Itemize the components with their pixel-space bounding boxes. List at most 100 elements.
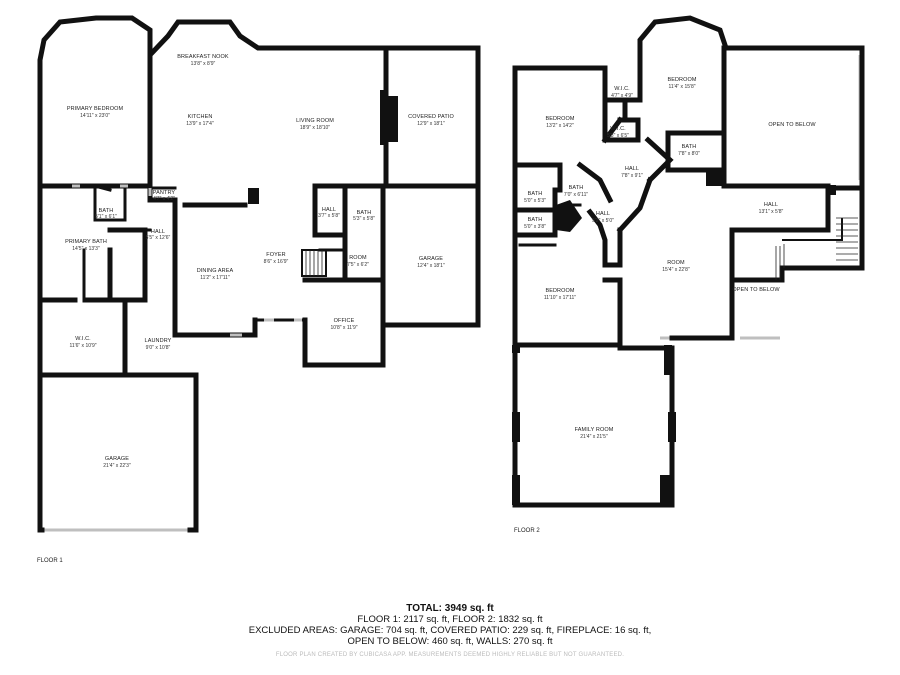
room-name: W.I.C.: [610, 126, 626, 132]
floor-2-label: FLOOR 2: [514, 528, 540, 534]
room-hall-2b: HALL 13'1" x 5'8": [759, 202, 784, 215]
room-name: ROOM: [349, 255, 367, 261]
room-dimensions: 4'7" x 4'9": [611, 93, 633, 99]
room-dimensions: 21'4" x 22'3": [103, 463, 131, 469]
excluded-areas-continued: OPEN TO BELOW: 460 sq. ft, WALLS: 270 sq…: [347, 636, 553, 647]
floor-areas: FLOOR 1: 2117 sq. ft, FLOOR 2: 1832 sq. …: [357, 614, 543, 625]
room-name: BATH: [569, 185, 584, 191]
room-dimensions: 5'0" x 3'8": [524, 224, 546, 230]
room-name: BEDROOM: [545, 116, 574, 122]
room-dimensions: 5'5" x 12'6": [146, 235, 171, 241]
room-dimensions: 13'9" x 17'4": [186, 121, 214, 127]
room-name: GARAGE: [105, 456, 129, 462]
room-open-below-2: OPEN TO BELOW: [732, 287, 780, 293]
room-name: BEDROOM: [667, 77, 696, 83]
room-breakfast-nook: BREAKFAST NOOK 13'8" x 8'9": [177, 54, 229, 67]
room-office: OFFICE 10'8" x 11'9": [330, 318, 357, 331]
room-bedroom-2c: BEDROOM 11'10" x 17'11": [544, 288, 576, 301]
room-name: HALL: [764, 202, 778, 208]
room-name: ROOM: [667, 260, 685, 266]
room-dimensions: 13'1" x 5'8": [759, 209, 784, 215]
room-name: DINING AREA: [197, 268, 234, 274]
room-dimensions: 11'10" x 17'11": [544, 295, 576, 301]
room-bath-1b: BATH 5'3" x 5'8": [353, 210, 375, 222]
room-hall-2c: HALL 5'2" x 5'0": [592, 211, 614, 224]
room-dimensions: 12'4" x 18'1": [417, 263, 445, 269]
room-hall-1b: HALL 3'7" x 5'8": [318, 207, 340, 219]
room-name: LIVING ROOM: [296, 118, 334, 124]
room-name: HALL: [151, 229, 165, 235]
room-hall-2a: HALL 7'8" x 9'1": [621, 166, 643, 179]
floor-plan-drawing: PRIMARY BEDROOM 14'11" x 23'0" BREAKFAST…: [37, 15, 865, 564]
room-name: OFFICE: [334, 318, 355, 324]
room-dimensions: 3'7" x 5'8": [318, 213, 340, 219]
room-dimensions: 5'3" x 5'8": [353, 216, 375, 222]
room-dimensions: 5'8" x 6'5": [607, 133, 629, 139]
room-dimensions: 5'0" x 5'3": [524, 198, 546, 204]
floor-2-plan: [512, 15, 865, 508]
room-name: FOYER: [266, 252, 285, 258]
total-area: TOTAL: 3949 sq. ft: [406, 603, 494, 614]
room-family-room: FAMILY ROOM 21'4" x 21'5": [575, 427, 614, 440]
room-dining-area: DINING AREA 11'2" x 17'11": [197, 268, 234, 281]
room-dimensions: 11'2" x 17'11": [200, 275, 230, 281]
room-pantry: PANTRY 4'7" x 4'2": [153, 190, 176, 202]
room-name: OPEN TO BELOW: [732, 287, 780, 293]
room-dimensions: 4'7" x 4'2": [153, 196, 175, 202]
room-room-2: ROOM 15'4" x 22'8": [662, 260, 690, 273]
room-dimensions: 11'6" x 10'9": [69, 343, 96, 349]
room-name: BATH: [682, 144, 697, 150]
room-dimensions: 7'8" x 8'0": [678, 151, 700, 157]
area-summary: TOTAL: 3949 sq. ft FLOOR 1: 2117 sq. ft,…: [0, 603, 900, 647]
disclaimer-text: FLOOR PLAN CREATED BY CUBICASA APP. MEAS…: [275, 652, 625, 658]
room-dimensions: 9'0" x 10'8": [146, 345, 171, 351]
room-dimensions: 5'1" x 6'1": [95, 214, 117, 220]
room-name: BATH: [528, 217, 543, 223]
room-open-below-1: OPEN TO BELOW: [768, 122, 816, 128]
room-name: PANTRY: [153, 190, 176, 196]
floor-2-stairs: [775, 217, 858, 280]
room-name: BREAKFAST NOOK: [177, 54, 229, 60]
room-name: GARAGE: [419, 256, 443, 262]
room-name: COVERED PATIO: [408, 114, 454, 120]
room-name: LAUNDRY: [145, 338, 172, 344]
room-dimensions: 8'6" x 16'9": [264, 259, 289, 265]
room-dimensions: 7'0" x 6'11": [564, 192, 588, 198]
room-dimensions: 13'8" x 8'9": [191, 61, 216, 67]
room-dimensions: 10'8" x 11'9": [330, 325, 357, 331]
room-wic-1: W.I.C. 11'6" x 10'9": [69, 336, 96, 349]
room-wic-2b: W.I.C. 5'8" x 6'5": [607, 126, 629, 139]
room-kitchen: KITCHEN 13'9" x 17'4": [186, 114, 214, 127]
floor-1-label: FLOOR 1: [37, 558, 63, 564]
room-wic-2a: W.I.C. 4'7" x 4'9": [611, 86, 633, 99]
room-name: HALL: [322, 207, 336, 213]
room-bath-2b: BATH 7'0" x 6'11": [564, 185, 588, 198]
room-dimensions: 21'4" x 21'5": [580, 434, 608, 440]
room-bedroom-2a: BEDROOM 11'4" x 15'8": [667, 77, 696, 90]
room-garage-1a: GARAGE 12'4" x 18'1": [417, 256, 445, 269]
room-hall-1a: HALL 5'5" x 12'6": [146, 229, 171, 241]
room-covered-patio: COVERED PATIO 12'9" x 18'1": [408, 114, 454, 127]
room-room-1: ROOM 7'5" x 6'2": [347, 255, 369, 268]
room-living-room: LIVING ROOM 18'9" x 18'10": [296, 118, 334, 131]
room-primary-bedroom: PRIMARY BEDROOM 14'11" x 23'0": [67, 106, 124, 119]
room-laundry: LAUNDRY 9'0" x 10'8": [145, 338, 172, 351]
room-bath-2a: BATH 7'8" x 8'0": [678, 144, 700, 157]
room-dimensions: 7'8" x 9'1": [621, 173, 643, 179]
room-dimensions: 14'11" x 23'0": [80, 113, 110, 119]
room-name: OPEN TO BELOW: [768, 122, 816, 128]
room-garage-1b: GARAGE 21'4" x 22'3": [103, 456, 131, 469]
room-name: W.I.C.: [614, 86, 630, 92]
room-name: W.I.C.: [75, 336, 91, 342]
room-bedroom-2b: BEDROOM 13'2" x 14'2": [545, 116, 574, 129]
room-name: PRIMARY BATH: [65, 239, 107, 245]
room-name: HALL: [596, 211, 610, 217]
room-name: BATH: [357, 210, 372, 216]
room-dimensions: 12'9" x 18'1": [417, 121, 445, 127]
room-name: HALL: [625, 166, 639, 172]
room-name: BEDROOM: [545, 288, 574, 294]
room-dimensions: 18'9" x 18'10": [300, 125, 330, 131]
room-dimensions: 14'5" x 13'3": [72, 246, 100, 252]
room-name: KITCHEN: [188, 114, 213, 120]
floor-1-plan: [37, 15, 481, 533]
